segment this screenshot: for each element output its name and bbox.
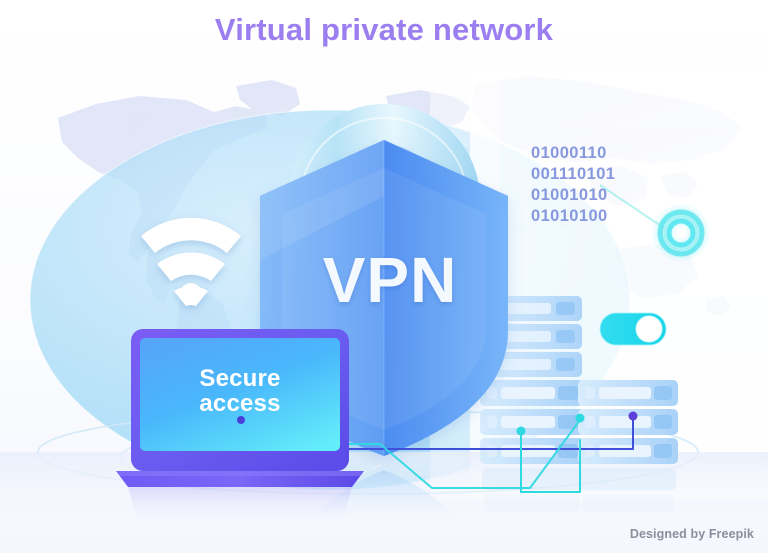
binary-line: 01001010 — [531, 186, 608, 204]
toggle-switch-icon[interactable] — [599, 312, 667, 346]
wifi-icon — [141, 217, 241, 306]
laptop-icon[interactable] — [116, 329, 364, 530]
laptop-screen-line-1: Secure — [199, 365, 281, 392]
binary-code-text: 01000110 001110101 01001010 01010100 — [531, 143, 615, 227]
binary-line: 001110101 — [531, 165, 616, 183]
binary-line: 01000110 — [531, 144, 607, 162]
server-rack-icon[interactable] — [480, 296, 584, 512]
vpn-wordmark: VPN — [322, 244, 458, 316]
location-ring-icon — [599, 184, 711, 263]
laptop-screen-text: Secure access — [137, 366, 343, 416]
server-rack-icon[interactable] — [578, 380, 678, 512]
shield-icon — [260, 140, 508, 456]
laptop-screen-line-2: access — [199, 390, 281, 417]
binary-line: 01010100 — [531, 207, 608, 225]
page-title: Virtual private network — [214, 12, 554, 47]
attribution-credit: Designed by Freepik — [629, 527, 754, 541]
